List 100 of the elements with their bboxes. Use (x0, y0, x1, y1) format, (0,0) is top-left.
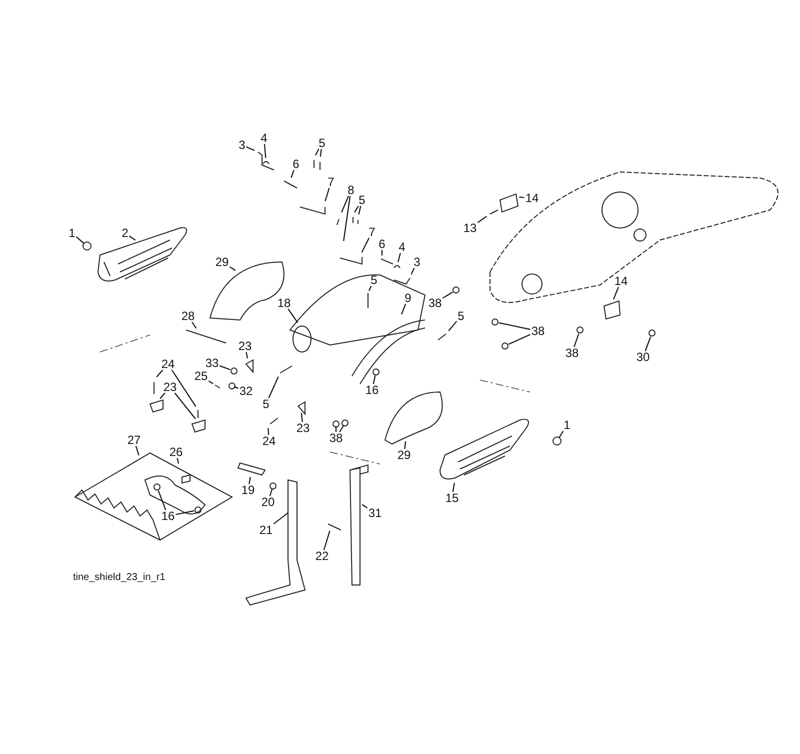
callout-number: 15 (445, 492, 459, 504)
callout-number: 1 (564, 419, 570, 431)
callout-number: 30 (636, 351, 650, 363)
callout-number: 38 (428, 297, 442, 309)
callout-number: 26 (169, 446, 183, 458)
leader-line (372, 375, 376, 384)
leader-line (339, 425, 344, 432)
callout-number: 27 (127, 434, 141, 446)
leader-line (644, 336, 652, 352)
leader-line (229, 266, 236, 271)
callout-number: 13 (463, 222, 477, 234)
callout-number: 14 (525, 192, 539, 204)
leader-line (300, 412, 303, 422)
callout-number: 1 (68, 227, 76, 239)
leader-line (362, 504, 368, 508)
leader-line (361, 238, 370, 253)
leader-line (323, 530, 330, 550)
callout-number: 23 (238, 340, 252, 352)
callout-number: 24 (262, 435, 276, 447)
callout-number: 38 (329, 432, 343, 444)
leader-line (574, 334, 580, 348)
leader-line (158, 490, 166, 510)
callout-number: 16 (161, 510, 175, 522)
leader-line (273, 512, 289, 524)
leader-line (246, 146, 255, 151)
callout-number: 33 (205, 357, 219, 369)
callout-number: 31 (368, 507, 382, 519)
leader-line (452, 482, 455, 492)
leader-line (341, 196, 349, 213)
leader-line (135, 446, 140, 456)
leader-line (558, 430, 564, 438)
callout-number: 28 (181, 310, 195, 322)
leader-line (613, 286, 619, 300)
callout-number: 14 (614, 275, 628, 287)
callout-number: 38 (531, 325, 545, 337)
callout-number: 7 (328, 176, 334, 188)
callout-number: 29 (215, 256, 229, 268)
leader-line (192, 322, 197, 329)
callout-number: 24 (161, 358, 175, 370)
leader-line (156, 370, 164, 378)
leader-line (442, 292, 453, 299)
callout-number: 5 (458, 310, 464, 322)
leader-line (343, 196, 351, 242)
leader-line (400, 304, 406, 314)
callout-number: 8 (348, 184, 354, 196)
leader-line (290, 170, 294, 178)
leader-line (248, 476, 251, 484)
leader-line (368, 286, 372, 292)
callout-number: 38 (565, 347, 579, 359)
leader-line (234, 386, 238, 389)
leader-line (381, 250, 383, 256)
callout-number: 16 (365, 384, 379, 396)
leader-line (354, 206, 359, 213)
leader-line (269, 488, 273, 496)
callout-number: 3 (414, 256, 420, 268)
leader-line (174, 392, 196, 420)
callout-number: 19 (241, 484, 255, 496)
leader-line (220, 365, 230, 370)
leader-line (268, 376, 279, 398)
callout-number: 7 (368, 226, 376, 238)
callout-number: 4 (260, 132, 268, 144)
callout-number: 20 (261, 496, 275, 508)
leader-line (519, 196, 524, 198)
leader-line (448, 320, 458, 332)
leader-line (397, 252, 401, 262)
callout-number: 25 (194, 370, 208, 382)
callout-number: 23 (163, 381, 177, 393)
leader-line (498, 322, 530, 330)
leader-line (76, 236, 84, 244)
leader-line (128, 236, 136, 241)
callout-number: 5 (262, 398, 270, 410)
callout-number: 6 (292, 158, 300, 170)
callout-number: 2 (122, 227, 128, 239)
drawing-reference-code: tine_shield_23_in_r1 (73, 572, 166, 583)
leader-line (176, 458, 180, 464)
leader-line (477, 216, 488, 224)
leader-line (404, 441, 406, 450)
leader-line (320, 148, 322, 157)
callout-number: 5 (358, 194, 366, 206)
callout-number: 32 (239, 385, 253, 397)
callout-number: 3 (238, 139, 246, 151)
leader-line (264, 144, 266, 158)
callout-number: 5 (370, 274, 378, 286)
callout-number: 22 (315, 550, 329, 562)
callout-number: 6 (378, 238, 386, 250)
callout-number: 29 (397, 449, 411, 461)
callout-number: 18 (277, 297, 291, 309)
callout-number: 4 (398, 241, 406, 253)
leader-line (358, 206, 362, 215)
callout-number: 23 (296, 422, 310, 434)
leader-line (288, 308, 298, 324)
leader-line (268, 428, 270, 436)
callout-number: 5 (318, 137, 326, 149)
callout-number: 21 (259, 524, 273, 536)
callout-number: 9 (404, 292, 412, 304)
leader-line (160, 392, 166, 399)
leader-line (324, 188, 330, 202)
leader-line (246, 352, 248, 358)
leader-line (335, 426, 337, 432)
leader-line (314, 148, 320, 156)
